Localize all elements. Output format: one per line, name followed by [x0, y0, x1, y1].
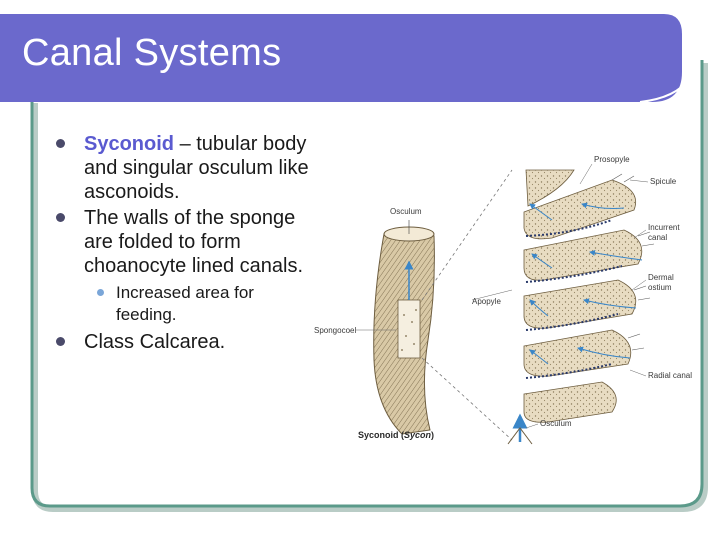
- label-incurrent: Incurrent: [648, 223, 680, 232]
- caption-italic: Sycon: [404, 430, 432, 440]
- label-ostium: ostium: [648, 283, 672, 292]
- label-dermal: Dermal: [648, 273, 674, 282]
- title-banner: [0, 14, 682, 102]
- sponge-body: [373, 220, 435, 435]
- bullet-walls: The walls of the sponge are folded to fo…: [56, 206, 312, 326]
- sub-bullet-feeding: Increased area for feeding.: [84, 282, 312, 326]
- label-apopyle: Apopyle: [472, 297, 501, 306]
- bullet-calcarea: Class Calcarea.: [56, 330, 312, 354]
- magnified-wall: [507, 169, 655, 445]
- label-spicule: Spicule: [650, 177, 677, 186]
- syconoid-diagram: Prosopyle Spicule Osculum Incurrent cana…: [314, 155, 692, 445]
- bullet-syconoid: Syconoid – tubular body and singular osc…: [56, 132, 312, 204]
- diagram-caption: Syconoid (Sycon): [358, 430, 434, 440]
- sub-bullet-list: Increased area for feeding.: [84, 282, 312, 326]
- bullet-text: The walls of the sponge are folded to fo…: [84, 207, 304, 277]
- bullet-list: Syconoid – tubular body and singular osc…: [56, 132, 312, 356]
- sub-bullet-text: Increased area for feeding.: [116, 283, 254, 324]
- label-prosopyle: Prosopyle: [594, 155, 630, 164]
- caption-main: Syconoid (: [358, 430, 404, 440]
- slide-title: Canal Systems: [22, 32, 282, 74]
- label-osculum-bottom: Osculum: [540, 419, 572, 428]
- label-radial-canal: Radial canal: [648, 371, 692, 380]
- label-canal: canal: [648, 233, 667, 242]
- label-osculum-top: Osculum: [390, 207, 422, 216]
- bullet-text: – tubular body and singular osculum like…: [84, 133, 309, 203]
- caption-end: ): [431, 430, 434, 440]
- zoom-lines: [421, 169, 513, 441]
- label-spongocoel: Spongocoel: [314, 326, 356, 335]
- bullet-term: Syconoid: [84, 133, 175, 155]
- bullet-text: Class Calcarea.: [84, 331, 226, 353]
